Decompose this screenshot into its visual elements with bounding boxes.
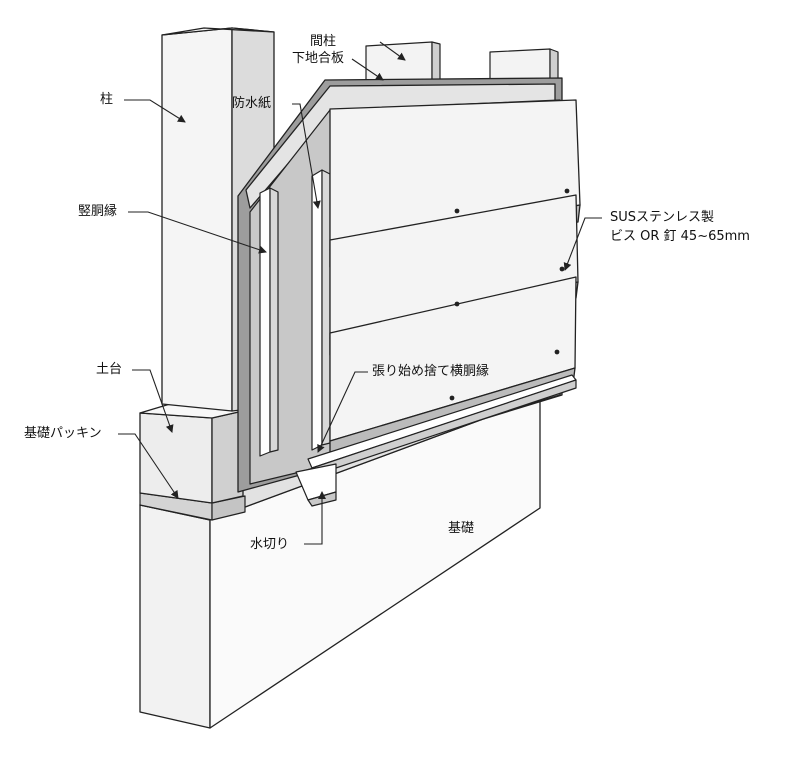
leader-harihajime bbox=[317, 371, 368, 453]
label-mabashira: 間柱 bbox=[310, 34, 337, 49]
leader-kiso-packing bbox=[118, 433, 179, 499]
leader-shitaji bbox=[351, 58, 384, 81]
leader-bousuishi bbox=[292, 103, 321, 209]
label-kiso-packing: 基礎パッキン bbox=[24, 426, 102, 441]
label-dodai: 土台 bbox=[96, 362, 123, 377]
leader-mabashira bbox=[379, 41, 406, 61]
label-harihajime: 張り始め捨て横胴縁 bbox=[372, 364, 490, 379]
leader-hashira bbox=[124, 99, 186, 123]
label-tatedoubuchi: 竪胴縁 bbox=[78, 204, 118, 219]
siding-boards bbox=[329, 99, 581, 460]
sill bbox=[139, 403, 244, 504]
label-sus-line1: SUSステンレス製 bbox=[610, 210, 715, 225]
foundation-packing bbox=[139, 492, 246, 521]
screws bbox=[449, 188, 570, 401]
leader-sus bbox=[563, 217, 602, 271]
label-bousuishi: 防水紙 bbox=[232, 96, 272, 111]
label-kiso: 基礎 bbox=[448, 521, 475, 536]
starter-furring bbox=[307, 374, 577, 477]
label-shitaji: 下地合板 bbox=[292, 51, 345, 66]
leader-dodai bbox=[132, 369, 174, 433]
label-mizukiri: 水切り bbox=[250, 537, 290, 552]
label-sus-line2: ビス OR 釘 45~65mm bbox=[610, 229, 750, 244]
label-hashira: 柱 bbox=[100, 92, 114, 107]
leader-lines bbox=[118, 41, 602, 545]
leader-tatedoubuchi bbox=[128, 211, 267, 254]
leader-mizukiri bbox=[304, 491, 326, 545]
